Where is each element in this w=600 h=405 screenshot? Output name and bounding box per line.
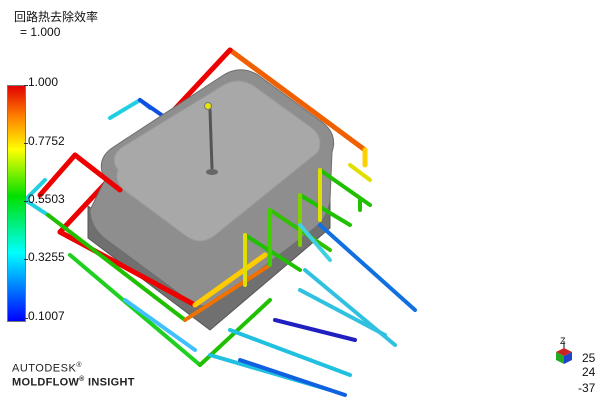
cooling-channel-front-red (37, 152, 268, 308)
result-title: 回路热去除效率 (14, 10, 99, 24)
scale-tick (24, 259, 28, 260)
result-value: = 1.000 (20, 25, 61, 39)
cooling-channel-outlets (123, 198, 417, 397)
logo-company: AUTODESK (12, 362, 77, 375)
molded-part (87, 69, 335, 331)
logo-registered: ® (76, 362, 82, 369)
color-scale-bar (7, 85, 26, 322)
scale-label-mid: 0.5503 (28, 192, 65, 206)
axis-readout-1: 25 (582, 351, 596, 365)
scale-label-max: 1.000 (28, 75, 59, 89)
axis-z-label: Z (560, 336, 566, 346)
axis-cube-icon (556, 341, 572, 364)
logo-product-suffix: INSIGHT (88, 376, 135, 389)
scale-tick (24, 143, 28, 144)
scale-tick (24, 85, 28, 86)
axis-triad[interactable]: Z 25 24 -37 (552, 336, 600, 400)
scale-label-low: 0.3255 (28, 250, 65, 264)
axis-readout-3: -37 (578, 381, 596, 395)
product-logo: MOLDFLOW® INSIGHT (12, 376, 135, 389)
scale-tick (24, 318, 28, 319)
autodesk-logo: AUTODESK® (12, 362, 82, 375)
scale-label-min: 0.1007 (28, 309, 65, 323)
injection-point-icon[interactable] (204, 102, 212, 110)
axis-readout-2: 24 (582, 365, 596, 379)
scale-label-high: 0.7752 (28, 134, 65, 148)
logo-product-name: MOLDFLOW (12, 376, 80, 389)
scale-tick (24, 201, 28, 202)
